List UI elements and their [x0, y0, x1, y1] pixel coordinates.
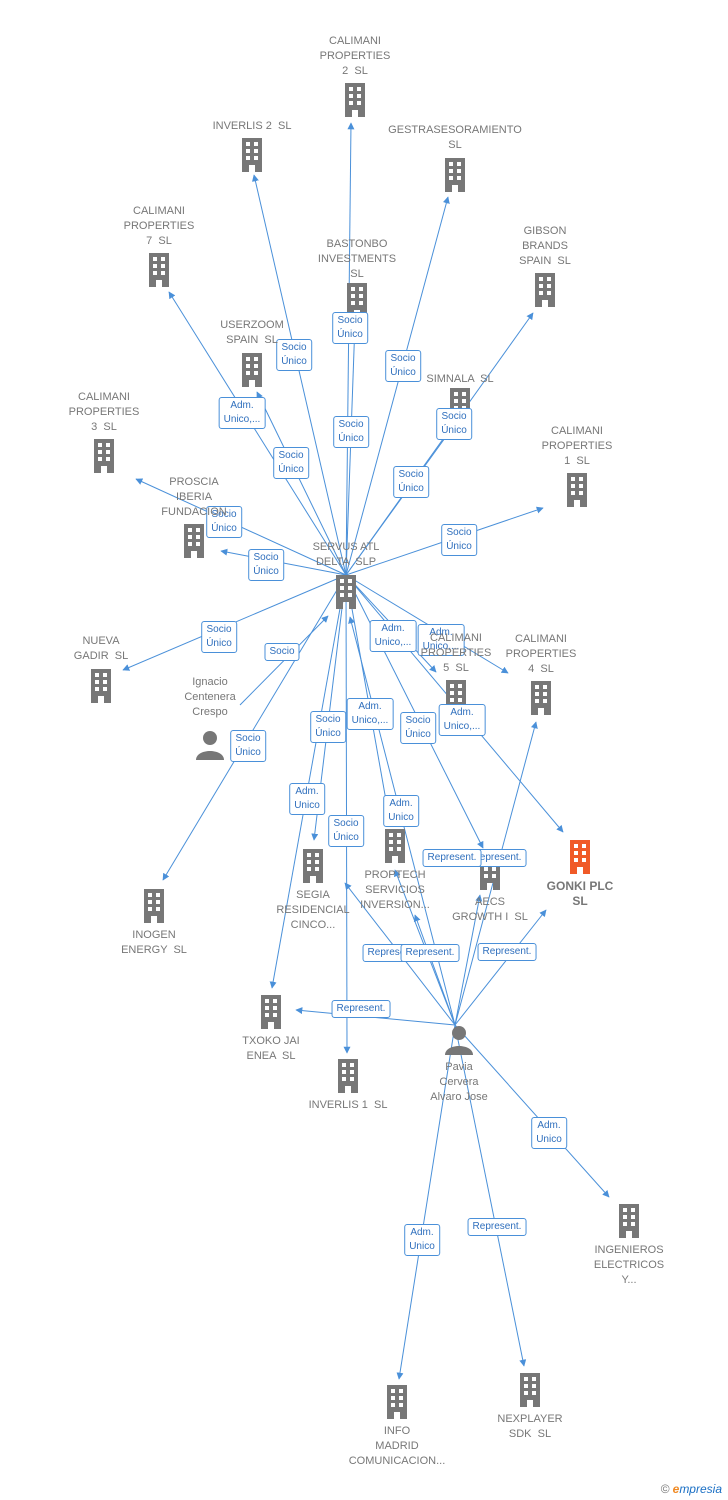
building-icon-proscia[interactable] — [184, 524, 204, 558]
edge-label-servus-gestrasesor[interactable]: Socio Único — [385, 350, 421, 382]
edge-servus-aecs — [345, 574, 484, 849]
node-label-calimani3[interactable]: CALIMANI PROPERTIES 3 SL — [68, 391, 140, 433]
edge-servus-inverlis1 — [343, 574, 351, 1054]
edge-label-servus-calimani4[interactable]: Adm. Unico,... — [417, 624, 465, 656]
building-icon-infomadrid[interactable] — [387, 1385, 407, 1419]
edge-label-pavia-proptech[interactable]: Represent. — [400, 944, 460, 962]
building-icon-ingenieros[interactable] — [619, 1204, 639, 1238]
node-label-ingenieros[interactable]: INGENIEROS ELECTRICOS Y... — [593, 1244, 665, 1286]
person-icon-ignacio[interactable] — [196, 731, 224, 760]
node-label-segia[interactable]: SEGIA RESIDENCIAL CINCO... — [276, 889, 350, 931]
edge-label-servus-calimani2[interactable]: Socio Único — [332, 312, 368, 344]
node-label-proscia[interactable]: PROSCIA IBERIA FUNDACION — [161, 476, 227, 518]
building-icon-inverlis1[interactable] — [338, 1059, 358, 1093]
node-label-calimani5[interactable]: CALIMANI PROPERTIES 5 SL — [420, 632, 492, 674]
edge-pavia-gonki — [454, 909, 547, 1026]
building-icon-gonki[interactable] — [570, 840, 590, 874]
edge-pavia-ingenieros — [454, 1024, 610, 1198]
edge-servus-inogen — [162, 574, 347, 881]
node-label-nuevagadir[interactable]: NUEVA GADIR SL — [73, 635, 129, 662]
edge-label-servus-gibson[interactable]: Socio Único — [393, 466, 429, 498]
edge-servus-calimani7 — [168, 291, 347, 576]
building-icon-proptech[interactable] — [385, 829, 405, 863]
edge-label-pavia-proptech[interactable]: Adm. Unico — [383, 795, 419, 827]
building-icon-nexplayer[interactable] — [520, 1373, 540, 1407]
node-label-bastonbo[interactable]: BASTONBO INVESTMENTS SL — [317, 238, 397, 280]
brand-initial: e — [672, 1482, 680, 1496]
node-label-gestrasesor[interactable]: GESTRASESORAMIENTO SL — [388, 124, 522, 151]
edge-label-servus-userzoom[interactable]: Socio Único — [273, 447, 309, 479]
node-label-pavia[interactable]: Pavia Cervera Alvaro Jose — [430, 1061, 488, 1103]
node-label-servus[interactable]: SERVUS ATL DELTA SLP — [312, 541, 380, 568]
building-icon-userzoom[interactable] — [242, 353, 262, 387]
edge-label-servus-proscia[interactable]: Socio Único — [248, 549, 284, 581]
node-label-calimani2[interactable]: CALIMANI PROPERTIES 2 SL — [319, 35, 391, 77]
edge-label-servus-bastonbo[interactable]: Socio Único — [333, 416, 369, 448]
edge-servus-calimani2 — [345, 122, 355, 576]
edge-label-pavia-txoko[interactable]: Represent. — [331, 1000, 391, 1018]
node-label-txoko[interactable]: TXOKO JAI ENEA SL — [242, 1035, 300, 1062]
edge-label-pavia-infomadrid[interactable]: Adm. Unico — [404, 1224, 440, 1256]
building-icon-segia[interactable] — [303, 849, 323, 883]
node-label-simnala[interactable]: SIMNALA SL — [426, 373, 494, 385]
edge-label-servus-inverlis1[interactable]: Socio Único — [328, 815, 364, 847]
building-icon-inogen[interactable] — [144, 889, 164, 923]
edge-label-servus-simnala[interactable]: Socio Único — [436, 408, 472, 440]
edge-servus-bastonbo — [345, 321, 359, 576]
node-label-calimani4[interactable]: CALIMANI PROPERTIES 4 SL — [505, 633, 577, 675]
edge-pavia-aecs — [454, 894, 483, 1026]
building-icon-gestrasesor[interactable] — [445, 158, 465, 192]
edge-label-servus-calimani7[interactable]: Adm. Unico,... — [218, 397, 266, 429]
building-icon-calimani7[interactable] — [149, 253, 169, 287]
node-label-inverlis2[interactable]: INVERLIS 2 SL — [212, 120, 292, 132]
edge-label-ignacio-servus[interactable]: Socio — [264, 643, 300, 661]
edge-label-servus-inverlis2[interactable]: Socio Único — [276, 339, 312, 371]
node-label-nexplayer[interactable]: NEXPLAYER SDK SL — [497, 1413, 563, 1440]
node-label-gibson[interactable]: GIBSON BRANDS SPAIN SL — [519, 225, 571, 267]
edge-label-servus-proptech[interactable]: Adm. Unico,... — [346, 698, 394, 730]
edge-label-servus-inogen[interactable]: Socio Único — [230, 730, 266, 762]
edge-label-servus-calimani3[interactable]: Socio Único — [206, 506, 242, 538]
edge-label-pavia-gonki[interactable]: Represent. — [477, 943, 537, 961]
building-icon-nuevagadir[interactable] — [91, 669, 111, 703]
node-label-userzoom[interactable]: USERZOOM SPAIN SL — [220, 319, 284, 346]
node-label-inverlis1[interactable]: INVERLIS 1 SL — [308, 1099, 388, 1111]
edge-label-pavia-ingenieros[interactable]: Adm. Unico — [531, 1117, 567, 1149]
node-label-proptech[interactable]: PROPTECH SERVICIOS INVERSION... — [360, 869, 430, 911]
edge-servus-userzoom — [256, 391, 347, 576]
edge-label-servus-nuevagadir[interactable]: Socio Único — [201, 621, 237, 653]
edge-label-servus-txoko[interactable]: Adm. Unico — [289, 783, 325, 815]
edge-servus-txoko — [269, 574, 347, 989]
edge-label-pavia-calimani4[interactable]: Represent. — [422, 849, 482, 867]
edge-label-servus-calimani5[interactable]: Adm. Unico,... — [369, 620, 417, 652]
node-label-ignacio[interactable]: Ignacio Centenera Crespo — [184, 676, 236, 718]
building-icon-calimani3[interactable] — [94, 439, 114, 473]
edge-label-servus-aecs[interactable]: Socio Único — [400, 712, 436, 744]
edge-pavia-nexplayer — [454, 1024, 527, 1367]
building-icon-calimani4[interactable] — [531, 681, 551, 715]
building-icon-txoko[interactable] — [261, 995, 281, 1029]
node-label-inogen[interactable]: INOGEN ENERGY SL — [121, 929, 187, 956]
building-icon-gibson[interactable] — [535, 273, 555, 307]
edge-label-pavia-nexplayer[interactable]: Represent. — [467, 1218, 527, 1236]
node-label-aecs[interactable]: AECS GROWTH I SL — [452, 896, 528, 923]
copyright-symbol: © — [660, 1482, 670, 1496]
edge-pavia-proptech — [413, 914, 456, 1026]
node-label-calimani7[interactable]: CALIMANI PROPERTIES 7 SL — [123, 205, 195, 247]
edge-label-servus-segia[interactable]: Socio Único — [310, 711, 346, 743]
edge-pavia-infomadrid — [396, 1024, 456, 1380]
edge-label-servus-calimani1[interactable]: Socio Único — [441, 524, 477, 556]
node-label-infomadrid[interactable]: INFO MADRID COMUNICACION... — [348, 1425, 446, 1467]
building-icon-calimani2[interactable] — [345, 83, 365, 117]
edge-servus-gestrasesor — [345, 196, 450, 576]
empresia-brand[interactable]: ©empresia — [661, 1482, 722, 1496]
node-label-calimani1[interactable]: CALIMANI PROPERTIES 1 SL — [541, 425, 613, 467]
node-label-gonki[interactable]: GONKI PLC SL — [546, 879, 614, 908]
building-icon-calimani1[interactable] — [567, 473, 587, 507]
brand-name: mpresia — [679, 1482, 722, 1496]
edge-label-servus-gonki[interactable]: Adm. Unico,... — [438, 704, 486, 736]
edge-servus-inverlis2 — [252, 174, 347, 576]
building-icon-inverlis2[interactable] — [242, 138, 262, 172]
